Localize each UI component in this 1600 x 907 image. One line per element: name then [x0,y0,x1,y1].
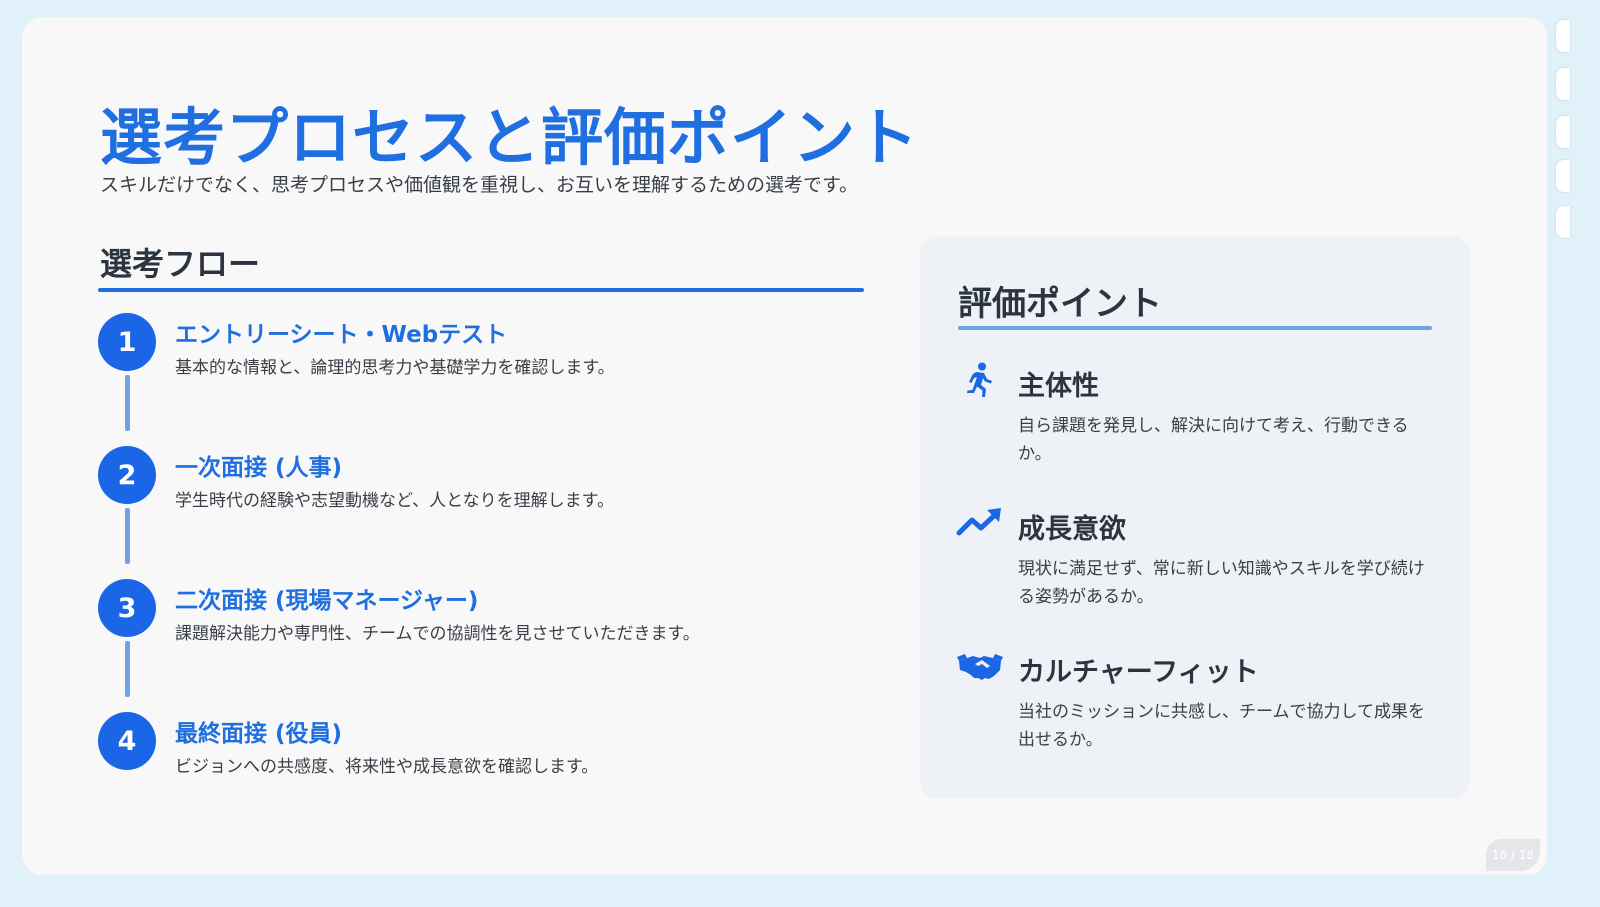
side-toolbar-button[interactable] [1556,68,1570,100]
flow-heading-divider [98,288,864,292]
evaluation-item-description: 当社のミッションに共感し、チームで協力して成果を出せるか。 [1018,702,1425,750]
step-title: 最終面接 (役員) [175,721,343,747]
step-number-badge: 1 [98,313,156,371]
evaluation-card: 評価ポイント 主体性 自ら課題を発見し、解決に向けて考え、行動できるか。 成長意… [920,236,1470,799]
slide-subtitle: スキルだけでなく、思考プロセスや価値観を重視し、お互いを理解するための選考です。 [100,174,859,196]
evaluation-heading-divider [958,326,1432,330]
step-number-badge: 3 [98,579,156,637]
slide-title: 選考プロセスと評価ポイント [100,101,920,174]
step-title: エントリーシート・Webテスト [175,322,508,348]
evaluation-item-description: 自ら課題を発見し、解決に向けて考え、行動できるか。 [1018,416,1409,464]
flow-step-1: 1 エントリーシート・Webテスト 基本的な情報と、論理的思考力や基礎学力を確認… [98,313,858,383]
side-toolbar-button[interactable] [1556,116,1570,148]
evaluation-item-title: 成長意欲 [1018,514,1126,545]
flow-step-2: 2 一次面接 (人事) 学生時代の経験や志望動機など、人となりを理解します。 [98,446,858,516]
flow-step-4: 4 最終面接 (役員) ビジョンへの共感度、将来性や成長意欲を確認します。 [98,712,858,782]
step-connector-line [125,375,130,431]
evaluation-item-title: 主体性 [1018,371,1099,402]
step-description: ビジョンへの共感度、将来性や成長意欲を確認します。 [175,757,599,777]
side-toolbar-button[interactable] [1556,206,1570,238]
evaluation-heading: 評価ポイント [958,284,1162,324]
step-title: 二次面接 (現場マネージャー) [175,588,479,614]
step-description: 基本的な情報と、論理的思考力や基礎学力を確認します。 [175,358,615,378]
side-toolbar-button[interactable] [1556,160,1570,192]
step-description: 課題解決能力や専門性、チームでの協調性を見させていただきます。 [175,624,700,644]
handshake-icon [956,648,1004,684]
evaluation-item-title: カルチャーフィット [1018,657,1259,688]
evaluation-item-description: 現状に満足せず、常に新しい知識やスキルを学び続ける姿勢があるか。 [1018,559,1425,607]
step-title: 一次面接 (人事) [175,455,343,481]
running-person-icon [956,362,1004,398]
page-indicator: 16 / 18 [1486,839,1540,871]
side-toolbar-button[interactable] [1556,20,1570,52]
step-connector-line [125,508,130,564]
flow-heading: 選考フロー [100,245,261,283]
slide: 選考プロセスと評価ポイント スキルだけでなく、思考プロセスや価値観を重視し、お互… [22,17,1547,875]
flow-step-3: 3 二次面接 (現場マネージャー) 課題解決能力や専門性、チームでの協調性を見さ… [98,579,858,649]
step-description: 学生時代の経験や志望動機など、人となりを理解します。 [175,491,614,511]
step-connector-line [125,641,130,697]
step-number-badge: 4 [98,712,156,770]
step-number-badge: 2 [98,446,156,504]
trending-up-icon [956,505,1004,541]
